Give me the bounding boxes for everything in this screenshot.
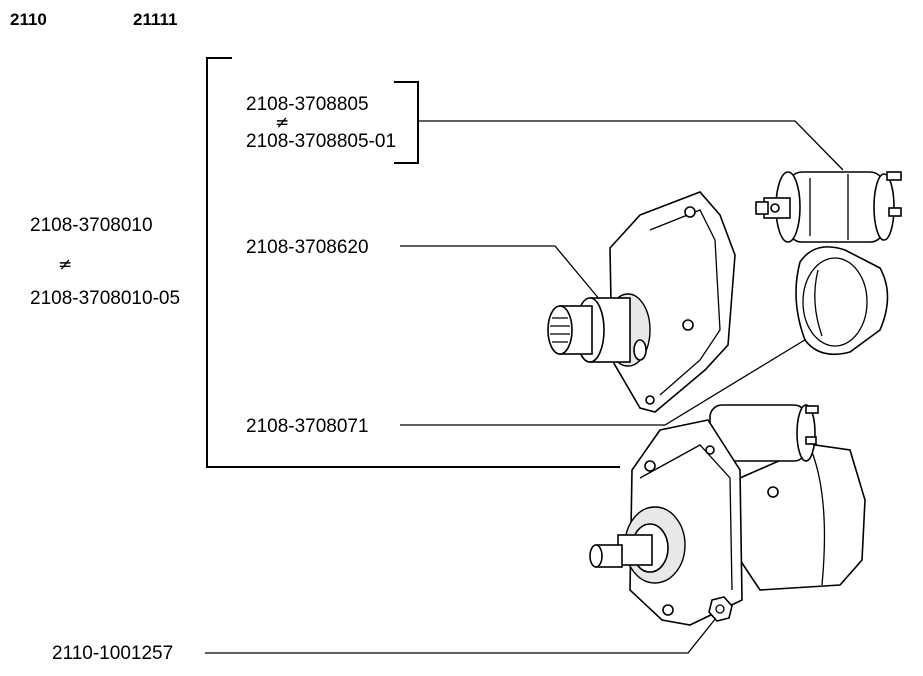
drive-leader-line	[400, 245, 601, 301]
label-solenoid-alt: 2108-3708805-01	[246, 131, 396, 152]
label-nut: 2110-1001257	[52, 643, 173, 664]
model-number-2110: 2110	[10, 10, 47, 29]
cover-part	[795, 246, 889, 356]
starter-assembly-bracket	[206, 57, 620, 468]
starter-part	[589, 404, 866, 626]
solenoid-part	[755, 171, 902, 243]
label-starter-alt: 2108-3708010-05	[30, 288, 180, 309]
label-drive: 2108-3708620	[246, 237, 369, 258]
label-starter-main: 2108-3708010	[30, 215, 153, 236]
model-number-21111: 21111	[133, 10, 177, 29]
cover-leader-line	[400, 337, 809, 426]
nut-leader-line	[205, 617, 717, 654]
nut-part	[708, 596, 733, 622]
drive-part	[547, 191, 736, 413]
not-interchangeable-symbol: ≠	[58, 255, 72, 275]
not-interchangeable-symbol: ≠	[275, 113, 289, 133]
label-solenoid-main: 2108-3708805	[246, 94, 369, 115]
solenoid-bracket	[394, 81, 419, 164]
label-cover: 2108-3708071	[246, 416, 369, 437]
solenoid-leader-line	[418, 120, 844, 171]
